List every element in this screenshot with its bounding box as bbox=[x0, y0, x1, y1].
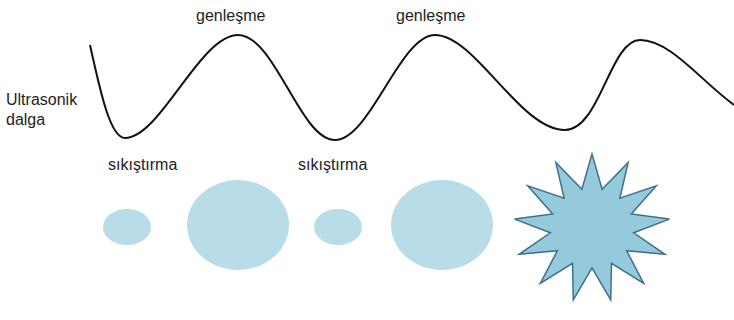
phase-label: genleşme bbox=[396, 6, 465, 26]
wave-curve bbox=[90, 35, 734, 140]
phase-label: genleşme bbox=[196, 6, 265, 26]
small-bubble bbox=[314, 209, 362, 245]
collapse-burst bbox=[515, 154, 670, 300]
phase-label: sıkıştırma bbox=[108, 155, 177, 175]
large-bubble bbox=[391, 180, 493, 270]
axis-label: Ultrasonik dalga bbox=[6, 90, 94, 130]
phase-label: sıkıştırma bbox=[298, 155, 367, 175]
small-bubble bbox=[103, 209, 151, 245]
large-bubble bbox=[187, 180, 289, 270]
